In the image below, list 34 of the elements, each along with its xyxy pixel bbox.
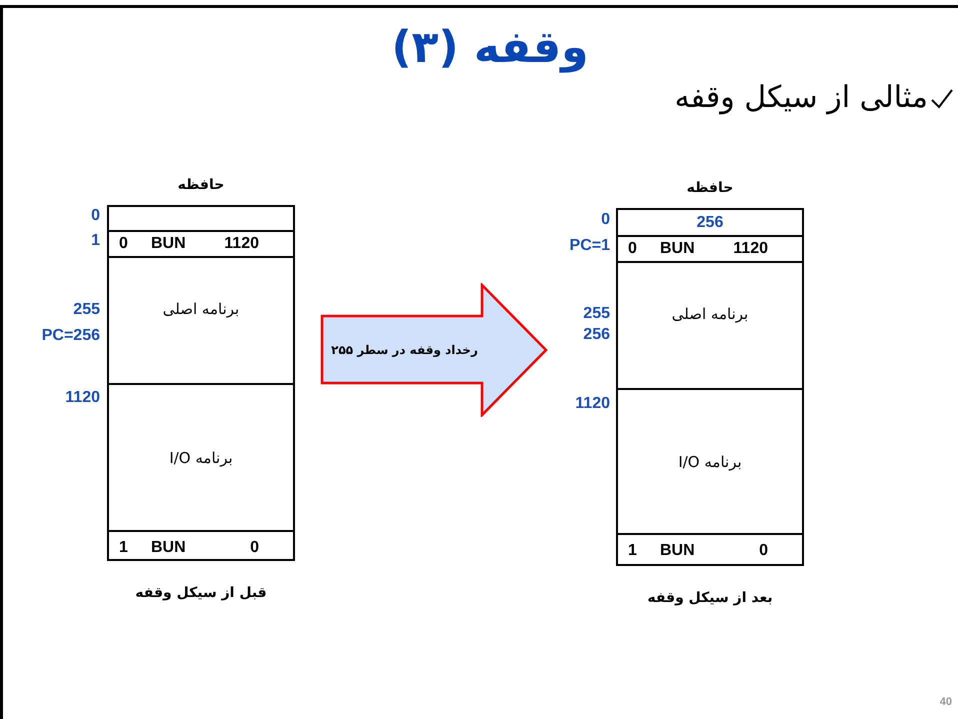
- memory-caption: قبل از سیکل وقفه: [134, 585, 268, 601]
- cell-value: 256: [696, 214, 724, 232]
- cell-text: BUN: [151, 538, 186, 556]
- memory-heading: حافظه: [176, 177, 226, 193]
- address-label: 0: [601, 211, 610, 229]
- address-label: PC=256: [42, 327, 100, 345]
- address-label: 255: [73, 301, 100, 319]
- cell-text: 1: [628, 542, 637, 560]
- region-label: برنامه اصلی: [670, 305, 750, 323]
- cell-text: BUN: [660, 542, 695, 560]
- page-number: 40: [940, 696, 952, 708]
- cell-text: 0: [119, 235, 128, 253]
- region-label: برنامه اصلی: [162, 300, 240, 318]
- address-label: 1: [91, 232, 100, 250]
- cell-text: 1120: [224, 235, 259, 253]
- region-label: برنامه I/O: [168, 448, 234, 466]
- memory-caption: بعد از سیکل وقفه: [646, 590, 774, 606]
- address-label: 1120: [575, 395, 610, 413]
- cell-text: 1120: [733, 240, 768, 258]
- cell-text: 0: [628, 240, 637, 258]
- address-label: 0: [91, 207, 100, 225]
- address-label: PC=1: [570, 237, 610, 255]
- cell-text: 0: [759, 542, 768, 560]
- address-label: 1120: [65, 389, 100, 407]
- cell-text: BUN: [151, 235, 186, 253]
- address-label: 256: [583, 326, 610, 344]
- cell-text: 1: [119, 538, 128, 556]
- slide-subtitle: مثالی از سیکل وقفه: [674, 80, 928, 115]
- region-label: برنامه I/O: [677, 452, 743, 470]
- address-label: 255: [583, 305, 610, 323]
- slide-title: وقفه (۳): [390, 22, 590, 73]
- cell-text: BUN: [660, 240, 695, 258]
- cell-text: 0: [250, 538, 259, 556]
- memory-heading: حافظه: [686, 180, 734, 196]
